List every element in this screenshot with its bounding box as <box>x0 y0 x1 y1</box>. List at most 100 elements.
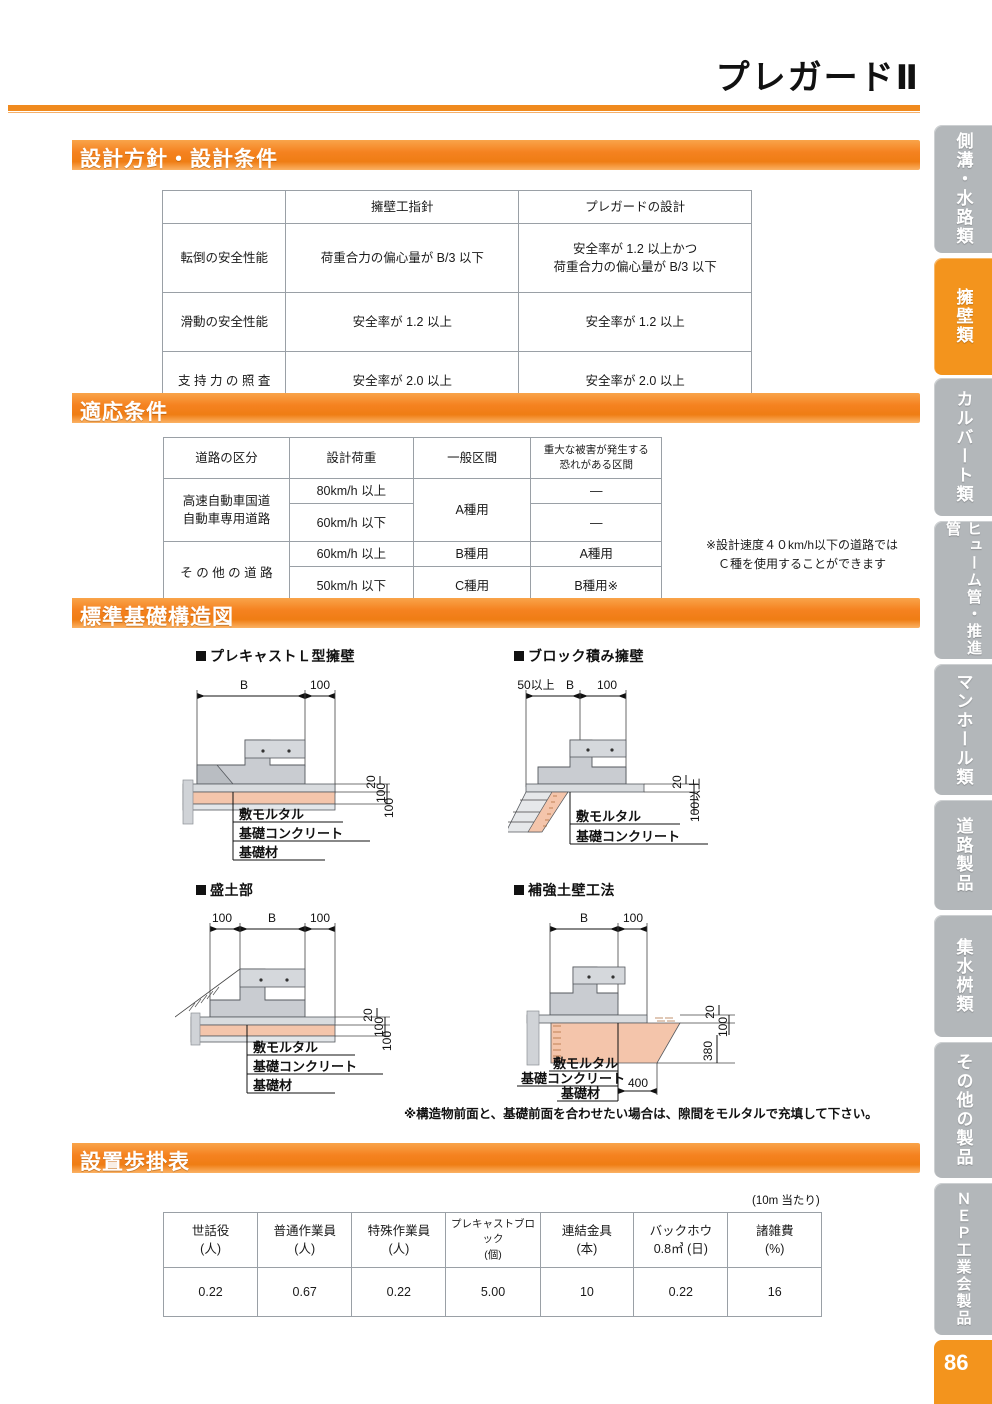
dim-100a-3: 100 <box>212 911 232 925</box>
cell-value: 10 <box>539 1267 635 1317</box>
cell-severe-section: — <box>530 477 662 505</box>
diagram-label-mortar-3: 敷モルタル <box>253 1040 318 1055</box>
section-title-install: 設置歩掛表 <box>80 1151 190 1174</box>
row-header: そ の 他 の 道 路 <box>163 541 290 606</box>
sidebar-tab-7[interactable]: 集水桝類 <box>934 915 992 1037</box>
diagram-label-base-4: 基礎材 <box>560 1086 600 1101</box>
diagram-label-mortar-2: 敷モルタル <box>576 809 641 824</box>
section-accent-bar <box>68 140 72 170</box>
section-header-install: 設置歩掛表 <box>68 1143 920 1174</box>
dim-b-1: B <box>240 678 248 692</box>
dim-100-2: 100 <box>597 678 617 692</box>
column-header: 連結金具(本) <box>539 1212 635 1268</box>
section-title-foundation: 標準基礎構造図 <box>80 606 234 629</box>
cell-guideline: 安全率が 1.2 以上 <box>285 292 520 352</box>
bullet-square-icon <box>514 885 524 895</box>
cell-design-load: 60km/h 以下 <box>288 503 414 543</box>
dim-400-4: 400 <box>628 1076 648 1090</box>
dim-20-4: 20 <box>703 1005 717 1019</box>
cell-pregard: 安全率が 1.2 以上 <box>518 292 752 352</box>
diagram-title-reinforced-soil: 補強土壁工法 <box>514 880 615 900</box>
column-header: プレガードの設計 <box>518 190 752 224</box>
dim-50over-2: 50以上 <box>517 678 554 692</box>
sidebar-tab-label: 道路製品 <box>953 817 973 893</box>
sidebar-tab-1[interactable]: 側溝・水路類 <box>934 125 992 253</box>
dim-20-3: 20 <box>361 1008 375 1022</box>
sidebar-tabs: 側溝・水路類擁壁類カルバート類ヒューム管・推進管マンホール類道路製品集水桝類その… <box>930 0 992 1404</box>
dim-20-1: 20 <box>364 775 378 789</box>
diagram-title-block-wall: ブロック積み擁壁 <box>514 646 644 666</box>
section-header-design: 設計方針・設計条件 <box>68 140 920 171</box>
diagram-footnote: ※構造物前面と、基礎前面を合わせたい場合は、隙間をモルタルで充填して下さい。 <box>404 1107 878 1121</box>
column-header: 設計荷重 <box>288 437 414 479</box>
cell-severe-section: — <box>530 503 662 543</box>
section-accent-bar <box>68 598 72 628</box>
column-header: 普通作業員(人) <box>257 1212 353 1268</box>
section-header-foundation: 標準基礎構造図 <box>68 598 920 629</box>
diagram-label-concrete-1: 基礎コンクリート <box>238 826 343 841</box>
cell-value: 0.67 <box>257 1267 353 1317</box>
row-header: 滑動の安全性能 <box>161 292 287 352</box>
column-header: 一般区間 <box>412 437 532 479</box>
sidebar-tab-3[interactable]: カルバート類 <box>934 378 992 516</box>
dim-100over-2: 100以上 <box>688 778 702 822</box>
row-header: 転倒の安全性能 <box>161 223 287 293</box>
section-accent-bar <box>68 393 72 423</box>
sidebar-tab-label: カルバート類 <box>953 390 973 504</box>
bullet-square-icon <box>196 885 206 895</box>
sidebar-tab-label: ヒューム管・推進管 <box>944 521 982 657</box>
cell-general-section: A種用 <box>412 477 532 543</box>
diagram-embankment: 100 B 100 20 100 100 敷モルタル 基礎コンクリート 基礎材 <box>175 911 394 1094</box>
applicable-conditions-table: 道路の区分設計荷重一般区間重大な被害が発生する恐れがある区間高速自動車国道自動車… <box>163 437 662 606</box>
cell-pregard: 安全率が 1.2 以上かつ荷重合力の偏心量が B/3 以下 <box>518 223 752 293</box>
table-row: 滑動の安全性能安全率が 1.2 以上安全率が 1.2 以上 <box>161 292 752 352</box>
diagram-label-concrete-3: 基礎コンクリート <box>252 1059 357 1074</box>
section-header-applicable: 適応条件 <box>68 393 920 424</box>
diagram-label-base-1: 基礎材 <box>238 845 278 860</box>
page-number-badge: 86 <box>934 1340 992 1404</box>
cell-guideline: 荷重合力の偏心量が B/3 以下 <box>285 223 520 293</box>
cell-value: 0.22 <box>633 1267 729 1317</box>
column-header <box>161 190 287 224</box>
sidebar-tab-6[interactable]: 道路製品 <box>934 800 992 910</box>
diagram-reinforced-soil-wall: B 100 20 100 380 400 <box>517 911 735 1102</box>
column-header: 重大な被害が発生する恐れがある区間 <box>530 437 662 479</box>
dim-b-4: B <box>580 911 588 925</box>
diagram-label-concrete-2: 基礎コンクリート <box>575 829 680 844</box>
table-row: 60km/h 以下 — <box>164 503 662 543</box>
column-header: プレキャストブロック(個) <box>445 1212 541 1268</box>
diagram-title-precast-l: プレキャストＬ型擁壁 <box>196 646 355 666</box>
dim-b-3: B <box>268 911 276 925</box>
sidebar-tab-label: 集水桝類 <box>953 938 973 1014</box>
sidebar-tab-9[interactable]: ＮＥＰ工業会製品 <box>934 1183 992 1335</box>
applicable-note: ※設計速度４０km/h以下の道路では Ｃ種を使用することができます <box>705 538 899 572</box>
section-accent-bar <box>68 1143 72 1173</box>
installation-work-table: 世話役(人)普通作業員(人)特殊作業員(人)プレキャストブロック(個)連結金具(… <box>162 1212 822 1317</box>
page-title: プレガードⅡ <box>715 59 920 97</box>
dim-100d-3: 100 <box>380 1031 394 1051</box>
dim-100-1: 100 <box>310 678 330 692</box>
sidebar-tab-5[interactable]: マンホール類 <box>934 664 992 795</box>
diagram-label-concrete-4: 基礎コンクリート <box>520 1071 625 1086</box>
cell-value: 0.22 <box>162 1267 259 1317</box>
header-rule-thin <box>8 112 920 113</box>
cell-design-load: 60km/h 以上 <box>288 541 414 568</box>
column-header: 特殊作業員(人) <box>351 1212 447 1268</box>
diagram-label-mortar-1: 敷モルタル <box>239 807 304 822</box>
sidebar-tab-2[interactable]: 擁壁類 <box>934 258 992 375</box>
sidebar-tab-label: 擁壁類 <box>953 288 973 345</box>
column-header: 諸雑費(%) <box>727 1212 822 1268</box>
page-number: 86 <box>944 1350 969 1375</box>
table-header-row: 擁壁工指針プレガードの設計 <box>161 190 752 224</box>
dim-100-4: 100 <box>623 911 643 925</box>
sidebar-tab-label: ＮＥＰ工業会製品 <box>954 1191 972 1327</box>
sidebar-tab-8[interactable]: その他の製品 <box>934 1042 992 1178</box>
bullet-square-icon <box>514 651 524 661</box>
design-conditions-table: 擁壁工指針プレガードの設計転倒の安全性能荷重合力の偏心量が B/3 以下安全率が… <box>161 190 752 411</box>
diagram-title-embankment: 盛土部 <box>196 880 254 900</box>
sidebar-tab-4[interactable]: ヒューム管・推進管 <box>934 521 992 659</box>
table-header-row: 道路の区分設計荷重一般区間重大な被害が発生する恐れがある区間 <box>163 437 662 479</box>
